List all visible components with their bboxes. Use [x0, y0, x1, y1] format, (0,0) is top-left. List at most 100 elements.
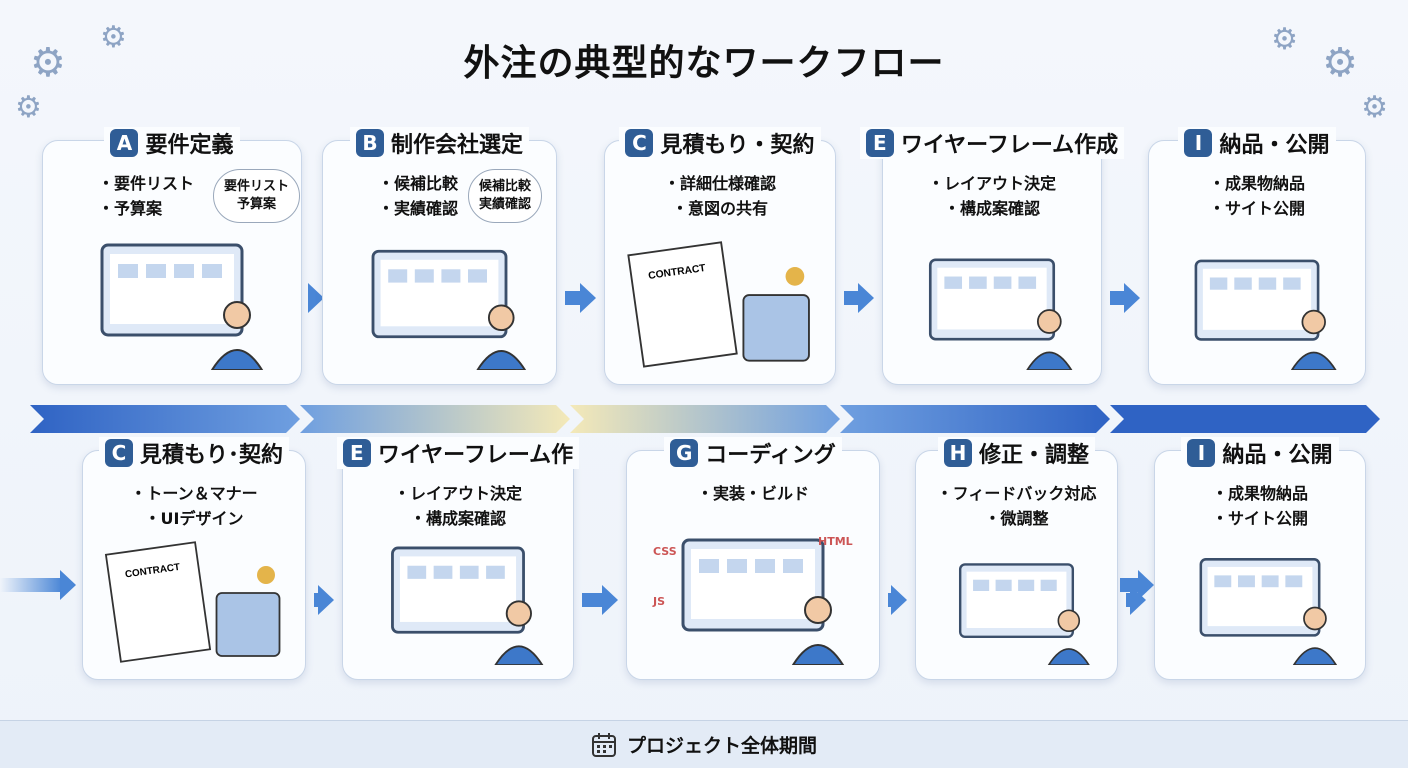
- bullet: ・UIデザイン: [144, 509, 244, 528]
- timeline-band: [30, 405, 1380, 433]
- bullet: ・実装・ビルド: [696, 484, 809, 503]
- gear-icon: ⚙: [1361, 90, 1388, 125]
- bullet: ・詳細仕様確認: [663, 174, 776, 193]
- arrow-icon: [844, 282, 874, 313]
- bullet: ・レイアウト決定: [927, 174, 1056, 193]
- bullet: ・微調整: [984, 509, 1049, 528]
- step-badge: A: [110, 129, 139, 157]
- step-badge: C: [104, 439, 133, 467]
- bullet-list: ・トーン＆マナー・UIデザイン: [83, 481, 305, 531]
- page-title: 外注の典型的なワークフロー: [463, 43, 945, 84]
- launch-illustration: [1161, 230, 1353, 374]
- step-title: 制作会社選定: [390, 133, 523, 158]
- bullet: ・サイト公開: [1208, 199, 1305, 218]
- step-title: ワイヤーフレーム作成: [900, 133, 1119, 158]
- bubble-text: 候補比較: [479, 179, 532, 194]
- svg-text:CSS: CSS: [653, 545, 677, 558]
- step-title: 納品・公開: [1222, 443, 1333, 468]
- bullet: ・フィードバック対応: [936, 484, 1097, 503]
- bubble-text: 実績確認: [479, 197, 532, 212]
- arrow-icon: [582, 585, 618, 615]
- arrow-icon: [1120, 570, 1154, 600]
- footer: プロジェクト全体期間: [0, 720, 1408, 768]
- bullet-list: ・要件リスト・予算案: [43, 171, 301, 221]
- arrow-icon: [1126, 585, 1146, 615]
- gear-icon: ⚙: [1322, 40, 1358, 86]
- contract-illustration: CONTRACT: [617, 230, 823, 374]
- step-title: 見積もり･契約: [139, 443, 283, 468]
- bullet-list: ・レイアウト決定・構成案確認: [883, 171, 1101, 221]
- timeline-segment: [1110, 405, 1380, 433]
- bullet-list: ・詳細仕様確認・意図の共有: [605, 171, 835, 221]
- step-title: コーディング: [705, 443, 836, 468]
- step-badge: E: [342, 439, 371, 467]
- thought-bubble: 要件リスト予算案: [213, 169, 301, 223]
- bullet: ・サイト公開: [1211, 509, 1308, 528]
- flowchart-presentation-illustration: [55, 230, 289, 374]
- coding-illustration: HTML CSS JS: [639, 525, 867, 669]
- bubble-text: 予算案: [237, 197, 277, 212]
- step-badge: H: [943, 439, 972, 467]
- step-badge: E: [865, 129, 894, 157]
- video-meeting-illustration: [895, 230, 1089, 374]
- timeline-segment: [570, 405, 840, 433]
- bullet-list: ・レイアウト決定・構成案確認: [343, 481, 573, 531]
- step-title: 見積もり・契約: [660, 133, 815, 158]
- gear-icon: ⚙: [30, 40, 66, 86]
- step-title: 納品・公開: [1219, 133, 1330, 158]
- gear-icon: ⚙: [100, 20, 127, 55]
- step-title: 要件定義: [145, 133, 234, 158]
- step-badge: C: [625, 129, 654, 157]
- timeline-segment: [300, 405, 570, 433]
- timeline-segment: [30, 405, 300, 433]
- bullet: ・成果物納品: [1208, 174, 1305, 193]
- bullet: ・候補比較: [378, 174, 459, 193]
- arrow-icon: [888, 585, 907, 615]
- bullet: ・予算案: [98, 199, 163, 218]
- svg-text:JS: JS: [652, 595, 665, 608]
- step-title: 修正・調整: [978, 443, 1089, 468]
- bullet: ・要件リスト: [98, 174, 195, 193]
- bullet: ・成果物納品: [1211, 484, 1308, 503]
- bullet: ・トーン＆マナー: [130, 484, 258, 503]
- gear-icon: ⚙: [1271, 22, 1298, 57]
- review-illustration: [928, 525, 1105, 669]
- svg-text:HTML: HTML: [818, 535, 853, 548]
- calendar-icon: [591, 732, 616, 757]
- bubble-text: 要件リスト: [224, 179, 290, 194]
- step-badge: G: [670, 439, 699, 467]
- bullet: ・構成案確認: [943, 199, 1040, 218]
- bullet: ・意図の共有: [671, 199, 768, 218]
- bullet-list: ・実装・ビルド: [627, 481, 879, 506]
- bullet: ・レイアウト決定: [393, 484, 522, 503]
- arrow-icon: [314, 585, 334, 615]
- bullet: ・構成案確認: [409, 509, 506, 528]
- bullet-list: ・成果物納品・サイト公開: [1155, 481, 1365, 531]
- bullet-list: ・候補比較・実績確認: [323, 171, 556, 221]
- step-badge: I: [1187, 439, 1216, 467]
- gear-icon: ⚙: [15, 90, 42, 125]
- contract-illustration: CONTRACT: [95, 525, 293, 669]
- arrow-icon: [0, 570, 76, 600]
- footer-label: プロジェクト全体期間: [626, 735, 817, 757]
- design-illustration: [355, 525, 561, 669]
- arrow-icon: [565, 282, 596, 313]
- bullet-list: ・フィードバック対応・微調整: [916, 481, 1117, 531]
- step-badge: B: [355, 129, 384, 157]
- bullet-list: ・成果物納品・サイト公開: [1149, 171, 1365, 221]
- celebration-illustration: [1167, 525, 1353, 669]
- arrow-icon: [1110, 282, 1140, 313]
- timeline-segment: [840, 405, 1110, 433]
- company-search-illustration: [335, 230, 544, 374]
- bullet: ・実績確認: [378, 199, 459, 218]
